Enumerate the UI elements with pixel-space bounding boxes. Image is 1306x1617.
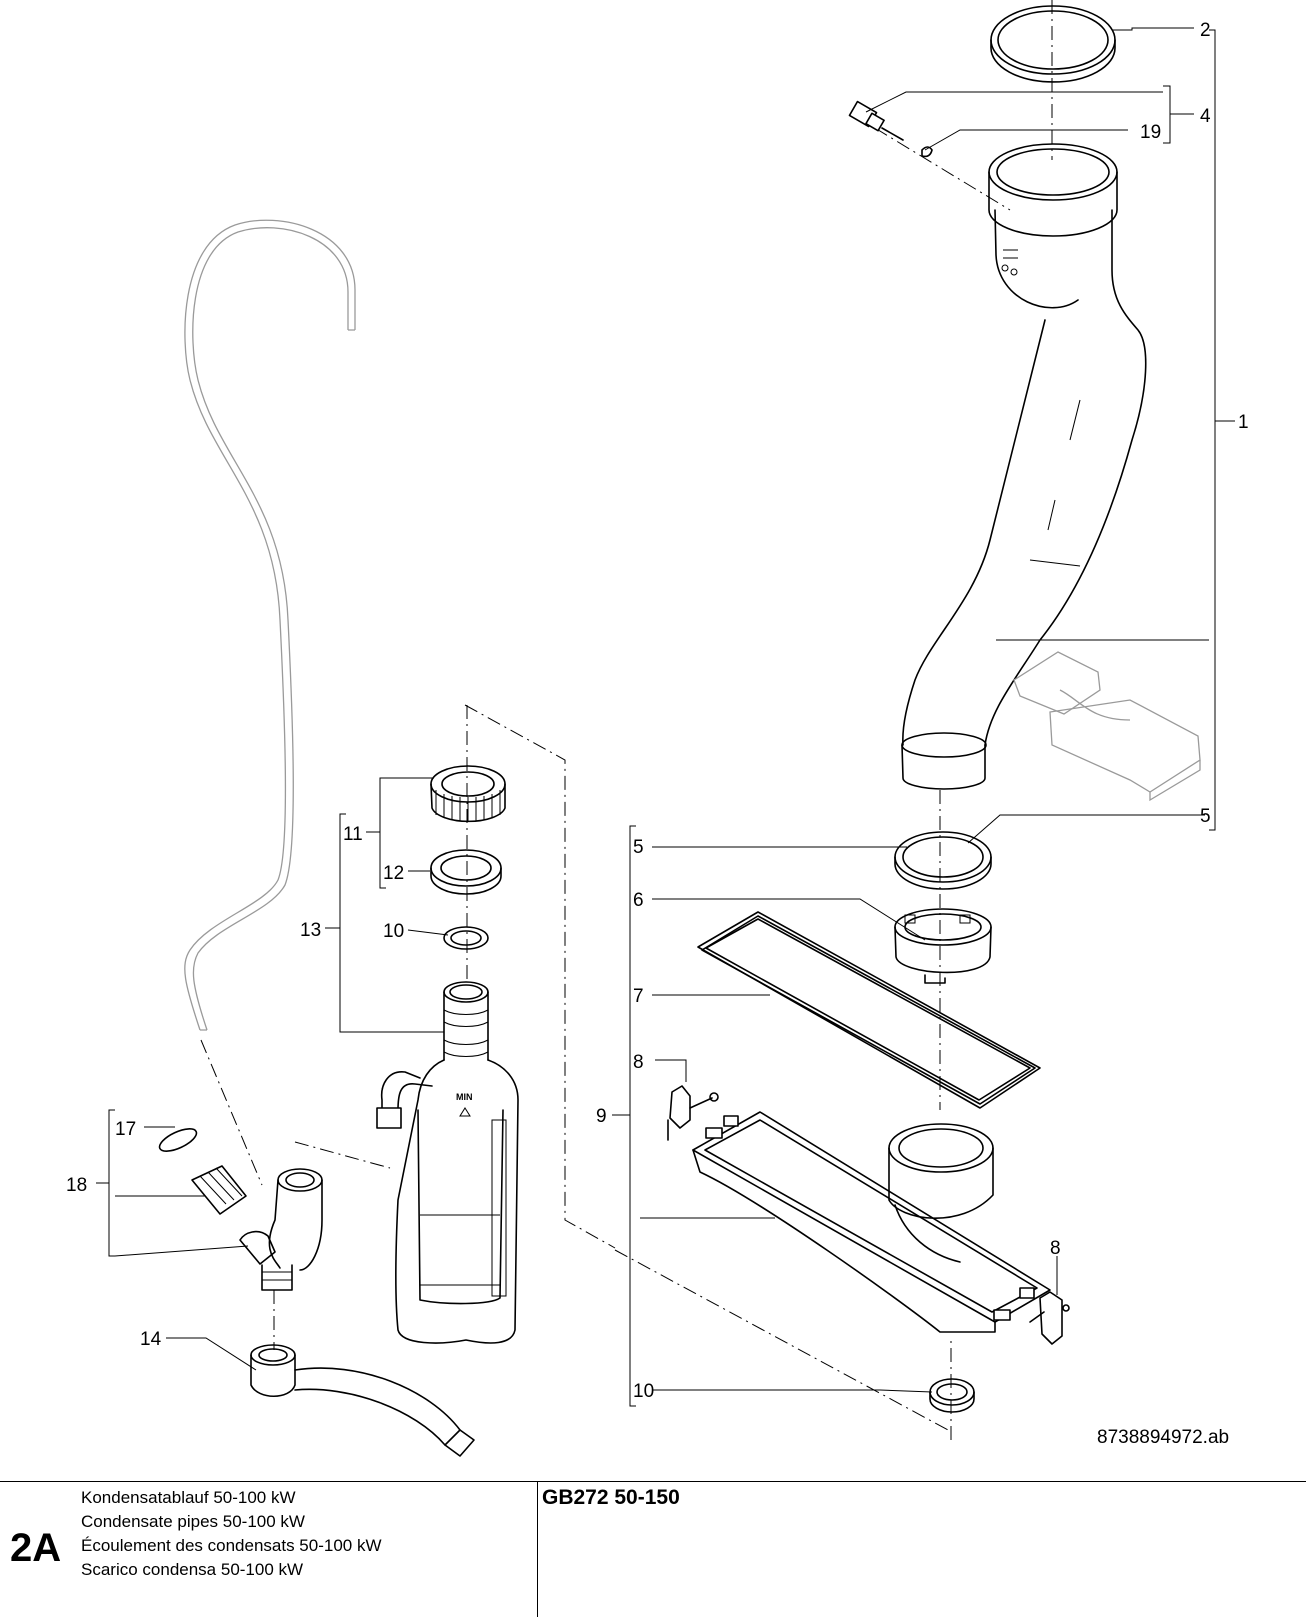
- part-bracket-reference: [1013, 651, 1201, 802]
- callout-11: 11: [343, 824, 363, 845]
- callout-6: 6: [633, 890, 644, 911]
- description-en: Condensate pipes 50-100 kW: [81, 1512, 305, 1531]
- part-seal-ring-lower: [894, 831, 992, 890]
- callout-8-upper: 8: [633, 1052, 644, 1073]
- callout-8-lower: 8: [1050, 1238, 1061, 1259]
- part-seal-12: [430, 849, 502, 895]
- part-connector-17: [158, 1128, 247, 1215]
- assembly-axes: [200, 0, 1053, 1440]
- drawing-number: 8738894972.ab: [1097, 1427, 1230, 1448]
- leader-lines: [96, 27, 1235, 1407]
- callout-14: 14: [140, 1329, 162, 1350]
- callout-labels: 2 4 19 1 5 5 6 7 8 9 8 10 11 12 13 10 17…: [66, 20, 1249, 1402]
- part-thin-tube: [184, 219, 356, 1031]
- section-descriptions: Kondensatablauf 50-100 kW Condensate pip…: [81, 1486, 382, 1582]
- callout-5-left: 5: [633, 837, 644, 858]
- callout-7: 7: [633, 986, 644, 1007]
- callout-1: 1: [1238, 412, 1249, 433]
- description-it: Scarico condensa 50-100 kW: [81, 1560, 304, 1579]
- part-union-nut-11: [430, 765, 506, 823]
- part-seal-ring-top: [990, 5, 1116, 83]
- part-adapter-cage: [894, 908, 992, 984]
- callout-10-lower: 10: [633, 1381, 654, 1402]
- exploded-parts-diagram: MIN: [66, 0, 1249, 1457]
- part-clip-8-lower: [1029, 1291, 1070, 1345]
- title-block: 2A Kondensatablauf 50-100 kW Condensate …: [0, 1481, 1306, 1617]
- model-name: GB272 50-150: [542, 1486, 680, 1509]
- description-de: Kondensatablauf 50-100 kW: [81, 1488, 296, 1507]
- callout-12: 12: [383, 863, 404, 884]
- title-block-divider: [537, 1482, 538, 1617]
- callout-17: 17: [115, 1119, 136, 1140]
- section-id: 2A: [10, 1526, 62, 1570]
- part-gasket-frame: [697, 911, 1041, 1109]
- callout-4: 4: [1200, 106, 1211, 127]
- callout-9: 9: [596, 1106, 607, 1127]
- part-clip-8-upper: [667, 1085, 719, 1141]
- part-drain-hose-14: [250, 1344, 475, 1457]
- callout-19: 19: [1140, 122, 1161, 143]
- part-ring-10-upper: [443, 926, 489, 950]
- part-clip-19: [921, 146, 933, 158]
- callout-13: 13: [300, 920, 321, 941]
- callout-2: 2: [1200, 20, 1211, 41]
- part-siphon-fitting-18: [239, 1168, 323, 1291]
- description-fr: Écoulement des condensats 50-100 kW: [81, 1536, 382, 1555]
- callout-18: 18: [66, 1175, 87, 1196]
- part-ring-10-lower: [929, 1378, 975, 1413]
- svg-text:MIN: MIN: [456, 1092, 473, 1102]
- callout-10-upper: 10: [383, 921, 404, 942]
- callout-5-right: 5: [1200, 806, 1211, 827]
- part-temperature-sensor: [848, 100, 904, 141]
- part-main-pipe: [901, 143, 1147, 790]
- part-siphon-bottle: MIN: [376, 981, 519, 1344]
- part-condensate-tray: [692, 1111, 1051, 1333]
